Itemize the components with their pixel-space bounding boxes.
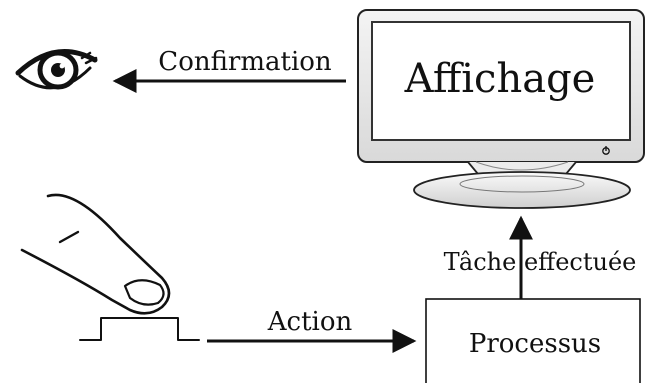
process-label: Processus [469, 329, 601, 359]
monitor-icon [357, 9, 645, 209]
finger-press-icon [20, 193, 200, 341]
edge-label-task-done: Tâche effectuée [444, 248, 637, 276]
process-box [425, 298, 641, 383]
edge-label-action: Action [267, 307, 353, 337]
edge-label-confirmation: Confirmation [158, 47, 332, 77]
power-icon [602, 146, 610, 155]
eye-icon [15, 49, 98, 90]
display-label: Affichage [404, 56, 596, 102]
